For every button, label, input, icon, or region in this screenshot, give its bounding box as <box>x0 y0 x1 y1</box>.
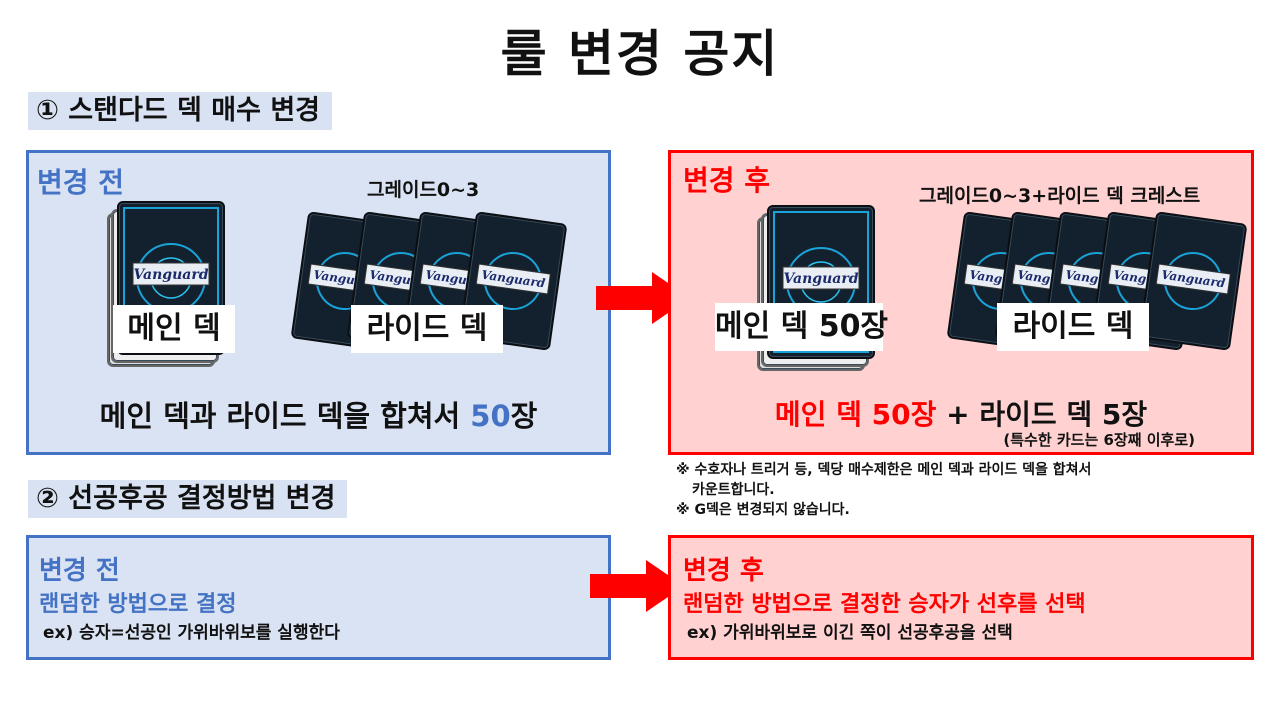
after-label: 변경 후 <box>683 556 764 586</box>
before-summary: 메인 덱과 라이드 덱을 합쳐서 50장 <box>29 393 608 435</box>
after-method: 랜덤한 방법으로 결정한 승자가 선후를 선택 <box>683 592 1086 617</box>
after-summary-main: 메인 덱 <box>774 398 872 431</box>
page-title: 룰 변경 공지 <box>500 25 780 83</box>
section-1-heading: ① 스탠다드 덱 매수 변경 <box>28 92 333 130</box>
section-2-heading: ② 선공후공 결정방법 변경 <box>28 480 348 518</box>
after-example: ex) 가위바위보로 이긴 쪽이 선공후공을 선택 <box>687 623 1013 643</box>
after-summary-sub: (특수한 카드는 6장째 이후로) <box>1003 431 1195 449</box>
after-summary-ride: + 라이드 덱 5장 <box>936 398 1148 431</box>
vanguard-card-back-icon: Vanguard <box>1138 211 1248 351</box>
ride-deck-label: 라이드 덱 <box>997 303 1149 351</box>
note-line-3: ※ G덱은 변경되지 않습니다. <box>676 502 850 518</box>
before-example: ex) 승자=선공인 가위바위보를 실행한다 <box>43 623 340 643</box>
svg-text:Vanguard: Vanguard <box>783 271 858 287</box>
before-summary-number: 50 <box>470 399 511 433</box>
before-method: 랜덤한 방법으로 결정 <box>39 592 237 617</box>
after-label: 변경 후 <box>683 164 771 197</box>
after-summary: 메인 덱 50장 + 라이드 덱 5장 <box>671 393 1251 433</box>
ride-deck-fan: Vanguard Vanguard Vanguard Vanguard Vang… <box>946 211 1248 363</box>
ride-deck-label: 라이드 덱 <box>351 305 503 353</box>
ride-deck-fan: Vanguard Vanguard Vanguard Vanguard <box>290 211 569 363</box>
svg-text:Vanguard: Vanguard <box>133 267 208 283</box>
vanguard-card-back-icon: Vanguard <box>458 211 568 351</box>
note-line-2: 카운트합니다. <box>692 482 775 498</box>
before-summary-suffix: 장 <box>510 399 538 433</box>
section-1-before-box: 변경 전 그레이드0~3 Vanguard 메인 덱 Vanguard Vang… <box>26 150 611 455</box>
section-2-after-box: 변경 후 랜덤한 방법으로 결정한 승자가 선후를 선택 ex) 가위바위보로 … <box>668 535 1254 660</box>
section-2-before-box: 변경 전 랜덤한 방법으로 결정 ex) 승자=선공인 가위바위보를 실행한다 <box>26 535 611 660</box>
grade-caption: 그레이드0~3 <box>367 179 480 201</box>
main-deck-label: 메인 덱 50장 <box>715 303 888 351</box>
note-line-1: ※ 수호자나 트리거 등, 덱당 매수제한은 메인 덱과 라이드 덱을 합쳐서 <box>676 462 1092 478</box>
vanguard-card-back-icon: Vanguard <box>117 201 225 355</box>
right-arrow-icon <box>596 272 690 324</box>
right-arrow-icon <box>590 560 684 612</box>
section-1-after-box: 변경 후 그레이드0~3+라이드 덱 크레스트 Vanguard 메인 덱 50… <box>668 150 1254 455</box>
after-summary-main-count: 50장 <box>871 398 937 431</box>
before-label: 변경 전 <box>39 556 120 586</box>
before-label: 변경 전 <box>37 166 125 199</box>
before-summary-text: 메인 덱과 라이드 덱을 합쳐서 <box>99 399 471 433</box>
after-grade-caption: 그레이드0~3+라이드 덱 크레스트 <box>919 185 1201 207</box>
main-deck-label: 메인 덱 <box>113 305 235 353</box>
